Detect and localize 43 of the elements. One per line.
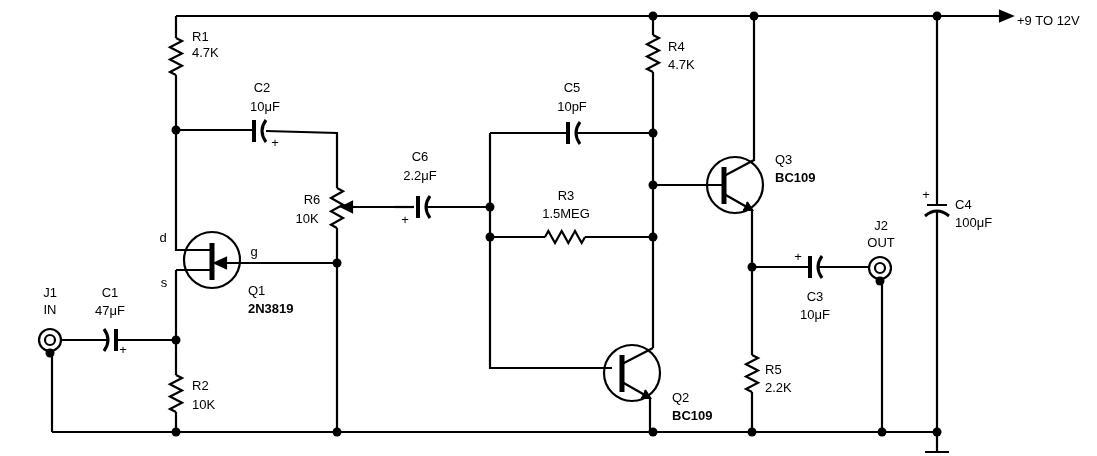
component-label: C3 [806, 290, 824, 304]
value-label: 1.5MEG [542, 207, 590, 221]
component-label: R1 [192, 30, 209, 44]
component-label: Q3 [775, 153, 793, 167]
polarity-mark: + [922, 188, 930, 202]
supply-voltage-label: +9 TO 12V [1017, 14, 1080, 28]
value-label: 4.7K [192, 46, 219, 60]
component-label: C6 [411, 150, 429, 164]
component-label: C5 [563, 81, 581, 95]
component-label: C2 [253, 81, 271, 95]
component-label: R3 [557, 189, 575, 203]
value-label: 10μF [250, 100, 280, 114]
value-label: OUT [867, 236, 895, 250]
part-number: BC109 [775, 171, 816, 185]
component-label: C4 [955, 198, 972, 212]
value-label: 10K [192, 398, 216, 412]
value-label: 10pF [557, 100, 587, 114]
polarity-mark: + [401, 213, 409, 227]
polarity-mark: + [794, 250, 802, 264]
value-label: 2.2μF [403, 169, 437, 183]
pin-label: g [250, 245, 258, 259]
component-label: R4 [668, 40, 685, 54]
component-label: Q1 [248, 284, 266, 298]
polarity-mark: + [119, 343, 127, 357]
value-label: 10μF [800, 308, 830, 322]
value-label: 2.2K [765, 381, 792, 395]
pin-label: s [160, 276, 168, 290]
polarity-mark: + [271, 136, 279, 150]
component-label: R2 [192, 379, 209, 393]
component-label: J1 [43, 286, 57, 300]
pin-label: d [159, 231, 167, 245]
part-number: 2N3819 [248, 302, 294, 316]
value-label: IN [43, 303, 57, 317]
value-label: 4.7K [668, 58, 695, 72]
value-label: 47μF [95, 304, 125, 318]
component-label: J2 [874, 219, 888, 233]
component-label: R6 [303, 193, 321, 207]
component-label: C1 [101, 286, 119, 300]
value-label: 100μF [955, 216, 993, 230]
part-number: BC109 [672, 409, 713, 423]
component-label: R5 [765, 363, 782, 377]
component-label: Q2 [672, 391, 690, 405]
value-label: 10K [295, 212, 319, 226]
